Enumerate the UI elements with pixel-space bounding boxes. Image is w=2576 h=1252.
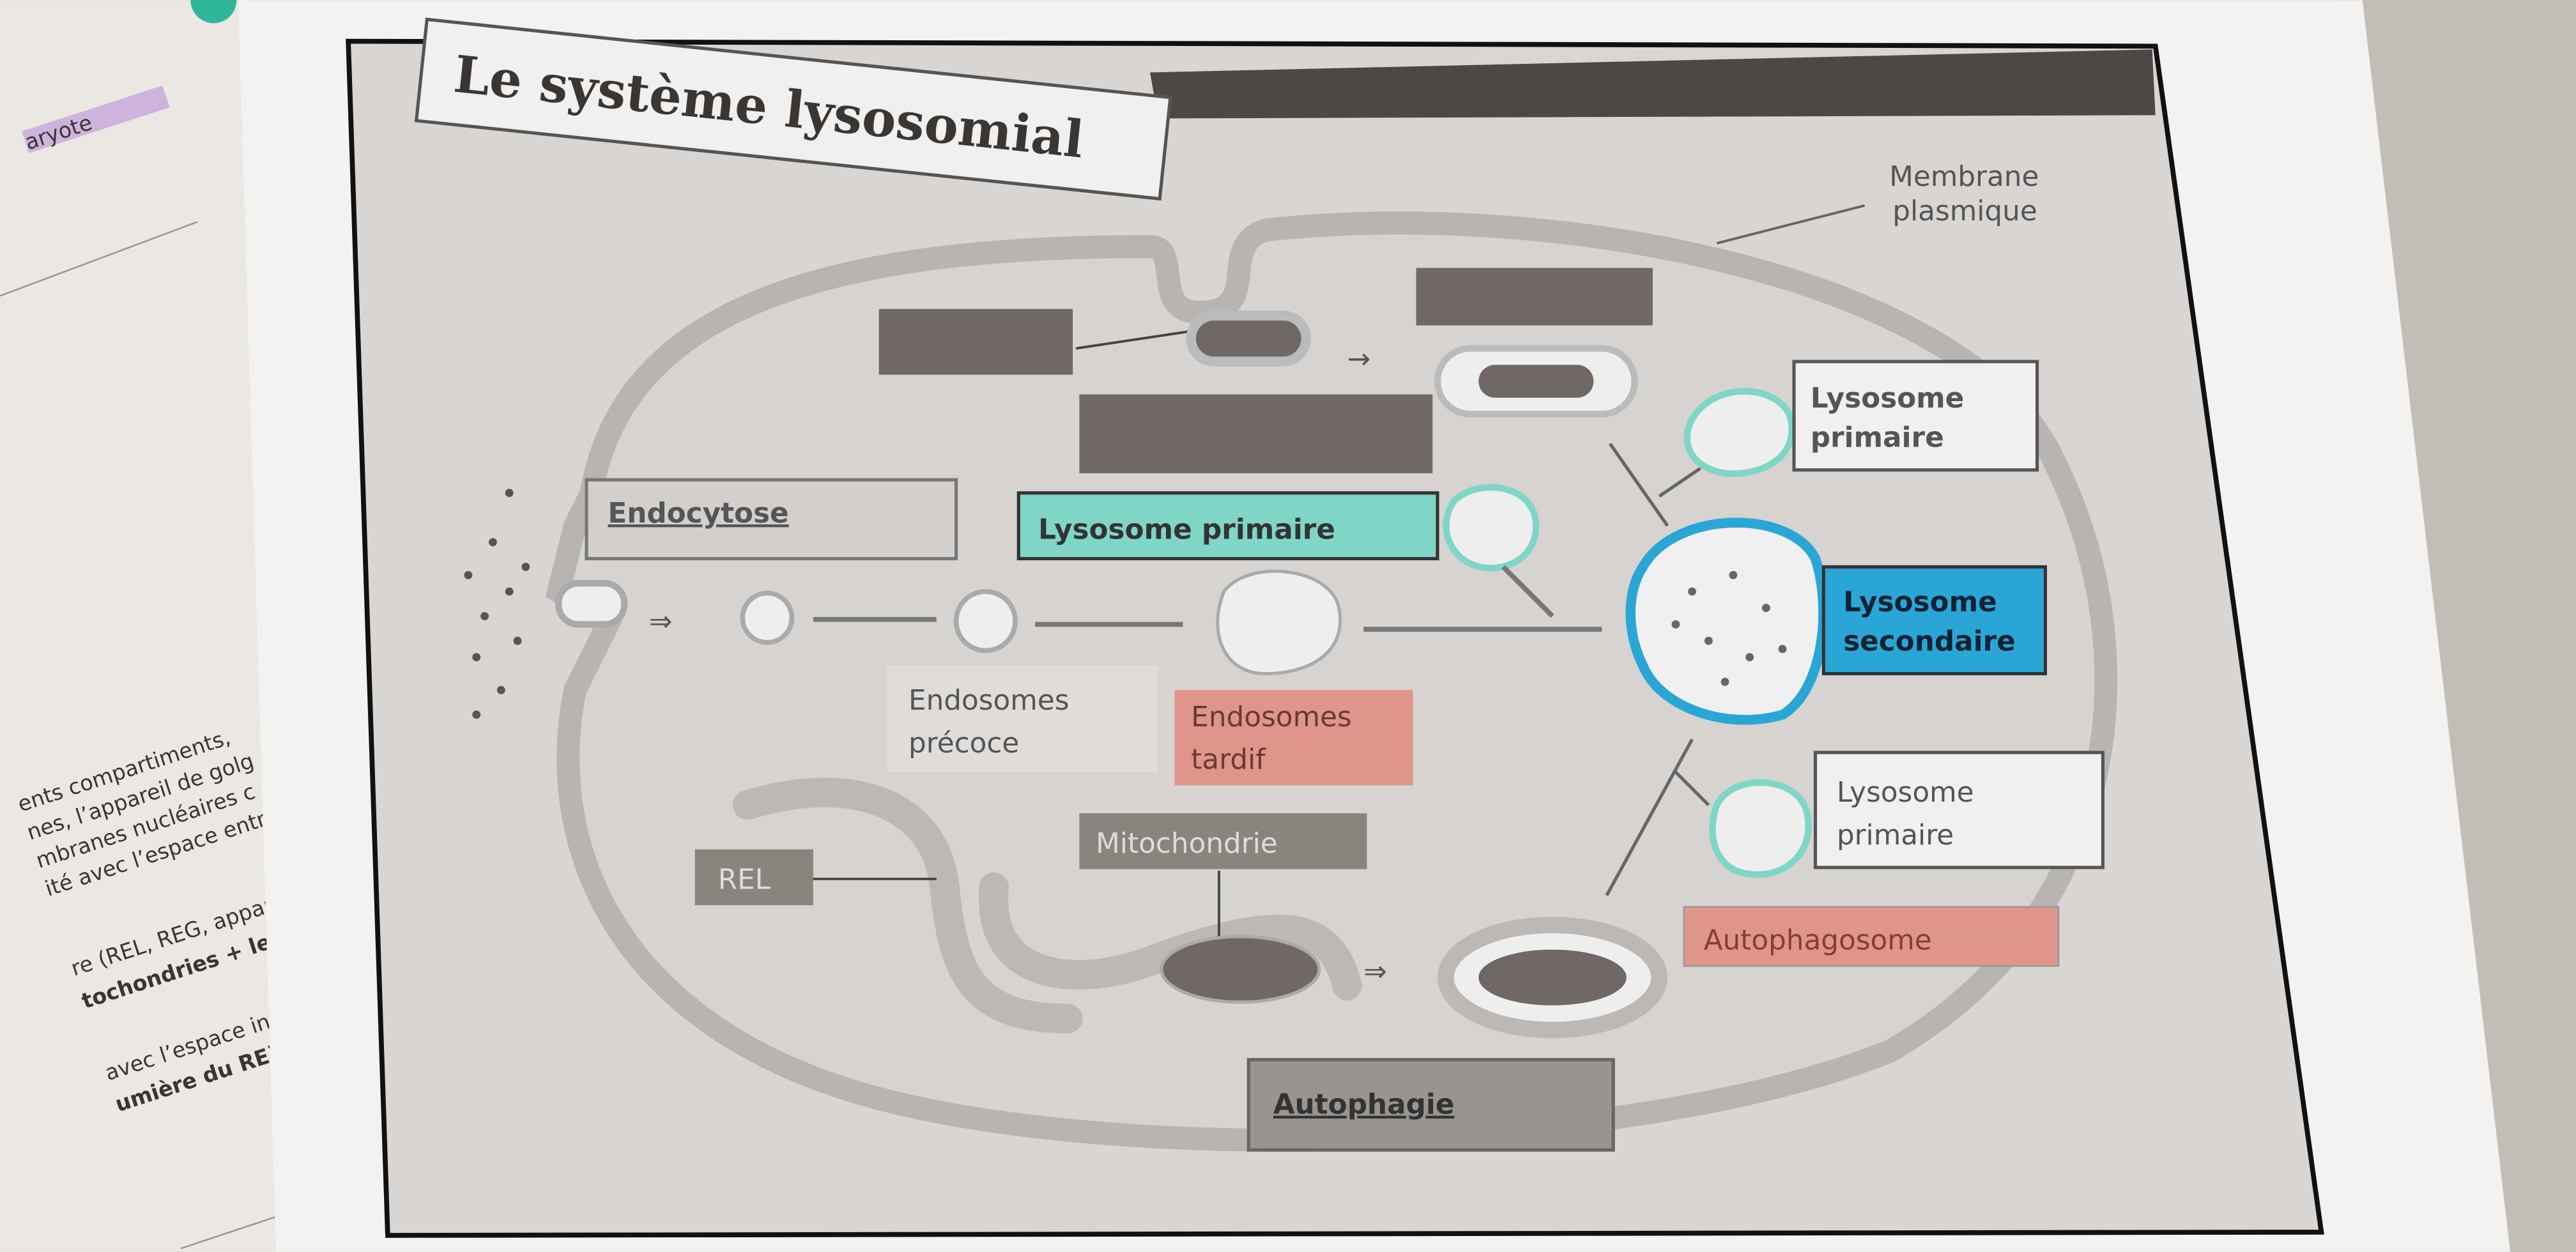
lysosome-secondaire-label-1: Lysosome	[1843, 586, 1997, 618]
rel-structure	[732, 777, 1083, 1034]
phagophore	[978, 872, 1362, 1001]
lysosome-secondaire-box	[1821, 565, 2048, 676]
hidden-label-box	[1416, 268, 1653, 326]
lysosome-primaire-vesicle	[1443, 484, 1540, 572]
rel-box	[694, 849, 813, 906]
endocytose-label: Endocytose	[608, 497, 788, 530]
lysosome-primaire-bottom-box	[1813, 751, 2104, 869]
lysosome-primaire-vesicle	[1709, 779, 1812, 878]
left-page: aryote ents compartiments, nes, l’appare…	[0, 0, 352, 1252]
autophagosome-box	[1683, 906, 2060, 967]
rel-label: REL	[718, 863, 771, 896]
endosomes-tardif-box	[1174, 690, 1413, 786]
arrow-icon: →	[1347, 342, 1371, 375]
endosomes-precoce-label-1: Endosomes	[908, 684, 1070, 717]
autophagosome-label: Autophagosome	[1704, 924, 1932, 957]
lysosome-primaire-center-box	[1016, 491, 1439, 561]
title-band	[1150, 49, 2156, 119]
hidden-label-box	[878, 309, 1073, 375]
arrow-icon: ⇒	[1363, 955, 1387, 988]
membrane-label-1: Membrane	[1889, 160, 2039, 193]
endosomes-tardif-label-1: Endosomes	[1191, 701, 1352, 733]
lysosome-secondaire-vesicle	[1625, 517, 1828, 725]
lysosome-primaire-bottom-label-1: Lysosome	[1837, 776, 1974, 809]
lysosome-primaire-top-box	[1792, 360, 2039, 472]
endosomes-tardif-label-2: tardif	[1191, 744, 1266, 776]
autophagie-label: Autophagie	[1273, 1088, 1455, 1121]
lysosome-primaire-bottom-label-2: primaire	[1837, 819, 1954, 851]
vesicle	[1186, 310, 1311, 367]
early-vesicle	[740, 590, 795, 645]
lysosome-primaire-center-label: Lysosome primaire	[1038, 514, 1335, 546]
mitochondria	[1160, 935, 1321, 1004]
vesicle-core	[1478, 365, 1594, 398]
endosome-tardif	[1216, 569, 1342, 676]
endocytose-box	[585, 478, 958, 561]
mitochondrie-label: Mitochondrie	[1096, 827, 1278, 860]
mitochondria	[1478, 949, 1627, 1005]
mitochondrie-box	[1079, 813, 1367, 869]
autophagie-box	[1246, 1058, 1615, 1152]
membrane-label-2: plasmique	[1892, 195, 2037, 227]
endosome-precoce	[953, 589, 1018, 653]
lysosome-primaire-top-label-1: Lysosome	[1811, 382, 1965, 415]
particles	[464, 489, 530, 719]
endocytic-invagination	[555, 580, 628, 628]
lysosome-content	[1671, 570, 1787, 686]
lysosome-primaire-vesicle	[1683, 388, 1795, 477]
arrow-icon: ⇒	[649, 606, 673, 638]
endosomes-precoce-box	[887, 665, 1158, 772]
lysosome-secondaire-label-2: secondaire	[1843, 625, 2016, 658]
hidden-label-box	[1079, 394, 1433, 473]
lysosome-primaire-top-label-2: primaire	[1811, 422, 1944, 454]
endosomes-precoce-label-2: précoce	[908, 727, 1019, 760]
